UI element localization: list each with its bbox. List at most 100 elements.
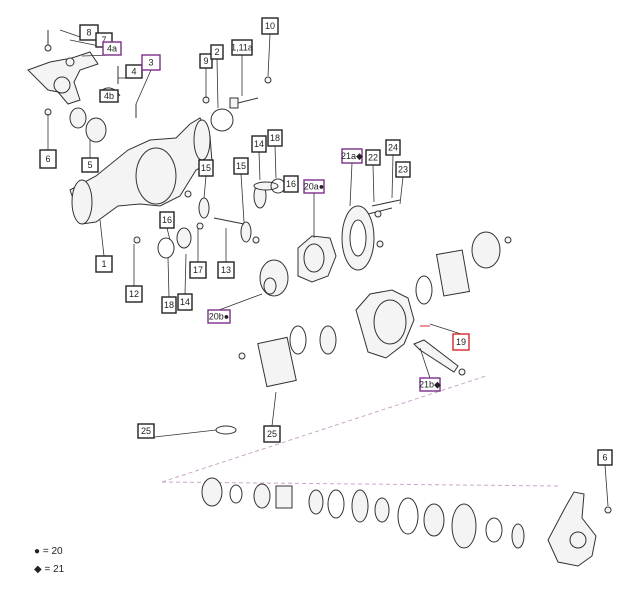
leader-line: [604, 464, 609, 507]
callout-label: 25: [267, 429, 277, 439]
callout-box: [141, 54, 161, 71]
leader-line: [218, 293, 263, 311]
callout-label: 23: [398, 165, 408, 175]
callout-box: [419, 377, 441, 392]
leader-line: [419, 347, 431, 379]
callout-box: [385, 139, 401, 156]
callout-label: 13: [221, 265, 231, 275]
callout-box: [95, 255, 113, 273]
callout-box: [231, 39, 253, 56]
callout-label: 1: [101, 259, 106, 269]
callout-box: [210, 44, 224, 60]
callout-box: [263, 425, 281, 443]
callout-label: 24: [388, 143, 398, 153]
leader-line: [391, 154, 394, 199]
leader-line: [203, 175, 207, 199]
leader-line: [258, 151, 261, 181]
legend-symbol: ◆: [34, 564, 42, 575]
callout-label: 18: [164, 300, 174, 310]
callout-label: 5: [87, 160, 92, 170]
legend-item-circle: ● = 20: [34, 546, 63, 557]
callout-label: 15: [201, 163, 211, 173]
callout-box: [125, 285, 143, 303]
callout-box: [125, 64, 143, 79]
callout-label: 10: [265, 21, 275, 31]
callout-label: 20b●: [209, 312, 229, 322]
callout-label: 25: [141, 426, 151, 436]
leader-line: [274, 145, 277, 179]
legend-item-diamond: ◆ = 21: [34, 564, 64, 575]
callout-label: 19: [456, 337, 466, 347]
callout-box: [267, 129, 283, 147]
callout-label: 15: [236, 161, 246, 171]
callout-label: 6: [602, 453, 607, 463]
callout-box: [189, 261, 207, 279]
callout-box: [452, 333, 470, 351]
callout-box: [198, 159, 214, 177]
leader-lines: [47, 29, 609, 507]
pinion-shaft: [413, 339, 459, 373]
legend-text: = 20: [42, 546, 63, 557]
callout-label: 17: [193, 265, 203, 275]
leader-line: [216, 58, 219, 109]
leader-line: [166, 227, 171, 241]
leader-line: [399, 176, 404, 205]
parts-drawing: [27, 30, 612, 567]
callout-label: 9: [203, 56, 208, 66]
leader-line: [145, 429, 217, 439]
callout-box: [81, 157, 99, 173]
callout-label: 21b◆: [419, 380, 441, 390]
callout-box: [597, 449, 613, 466]
callout-label: 1,11a: [231, 43, 253, 53]
callout-label: 8: [86, 28, 91, 38]
callout-label: 14: [254, 139, 264, 149]
callout-box: [137, 423, 155, 439]
callout-box: [39, 149, 57, 169]
callout-box: [159, 211, 175, 229]
callout-box: [283, 175, 299, 193]
leader-line: [240, 173, 245, 223]
leader-line: [349, 162, 353, 207]
callout-label: 4: [131, 67, 136, 77]
legend-text: = 21: [44, 564, 65, 575]
callout-box: [99, 89, 119, 103]
leader-line: [99, 219, 105, 257]
callout-box: [395, 161, 411, 178]
callout-label: 2: [214, 47, 219, 57]
leader-line: [184, 253, 187, 295]
callout-label: 7: [101, 35, 106, 45]
callout-box: [207, 309, 231, 324]
callout-label: 21a◆: [341, 151, 363, 161]
callout-label: 20a●: [304, 182, 324, 192]
callout-label: 3: [148, 58, 153, 68]
callout-box: [251, 135, 267, 153]
callout-label: 12: [129, 289, 139, 299]
callout-label: 22: [368, 153, 378, 163]
callout-box: [177, 293, 193, 311]
callout-box: [303, 179, 325, 194]
callout-box: [161, 296, 177, 314]
leader-line: [135, 69, 152, 105]
callout-label: 14: [180, 297, 190, 307]
leader-line: [372, 164, 375, 203]
legend-symbol: ●: [34, 546, 41, 557]
callout-label: 16: [162, 215, 172, 225]
leader-line: [267, 33, 271, 77]
callout-label: 4a: [107, 44, 117, 54]
callout-box: [199, 53, 213, 69]
callout-box: [217, 261, 235, 279]
callout-box: [261, 17, 279, 35]
steering-knuckle-bottom: [547, 491, 597, 567]
callout-label: 16: [286, 179, 296, 189]
leader-line: [429, 323, 462, 335]
callout-label: 18: [270, 133, 280, 143]
callout-box: [365, 149, 381, 166]
callout-label: 6: [45, 154, 50, 164]
callout-box: [341, 148, 363, 164]
callout-label: 4b: [104, 91, 114, 101]
leader-line: [167, 257, 170, 298]
leader-line: [271, 391, 277, 427]
callout-box: [233, 157, 249, 175]
